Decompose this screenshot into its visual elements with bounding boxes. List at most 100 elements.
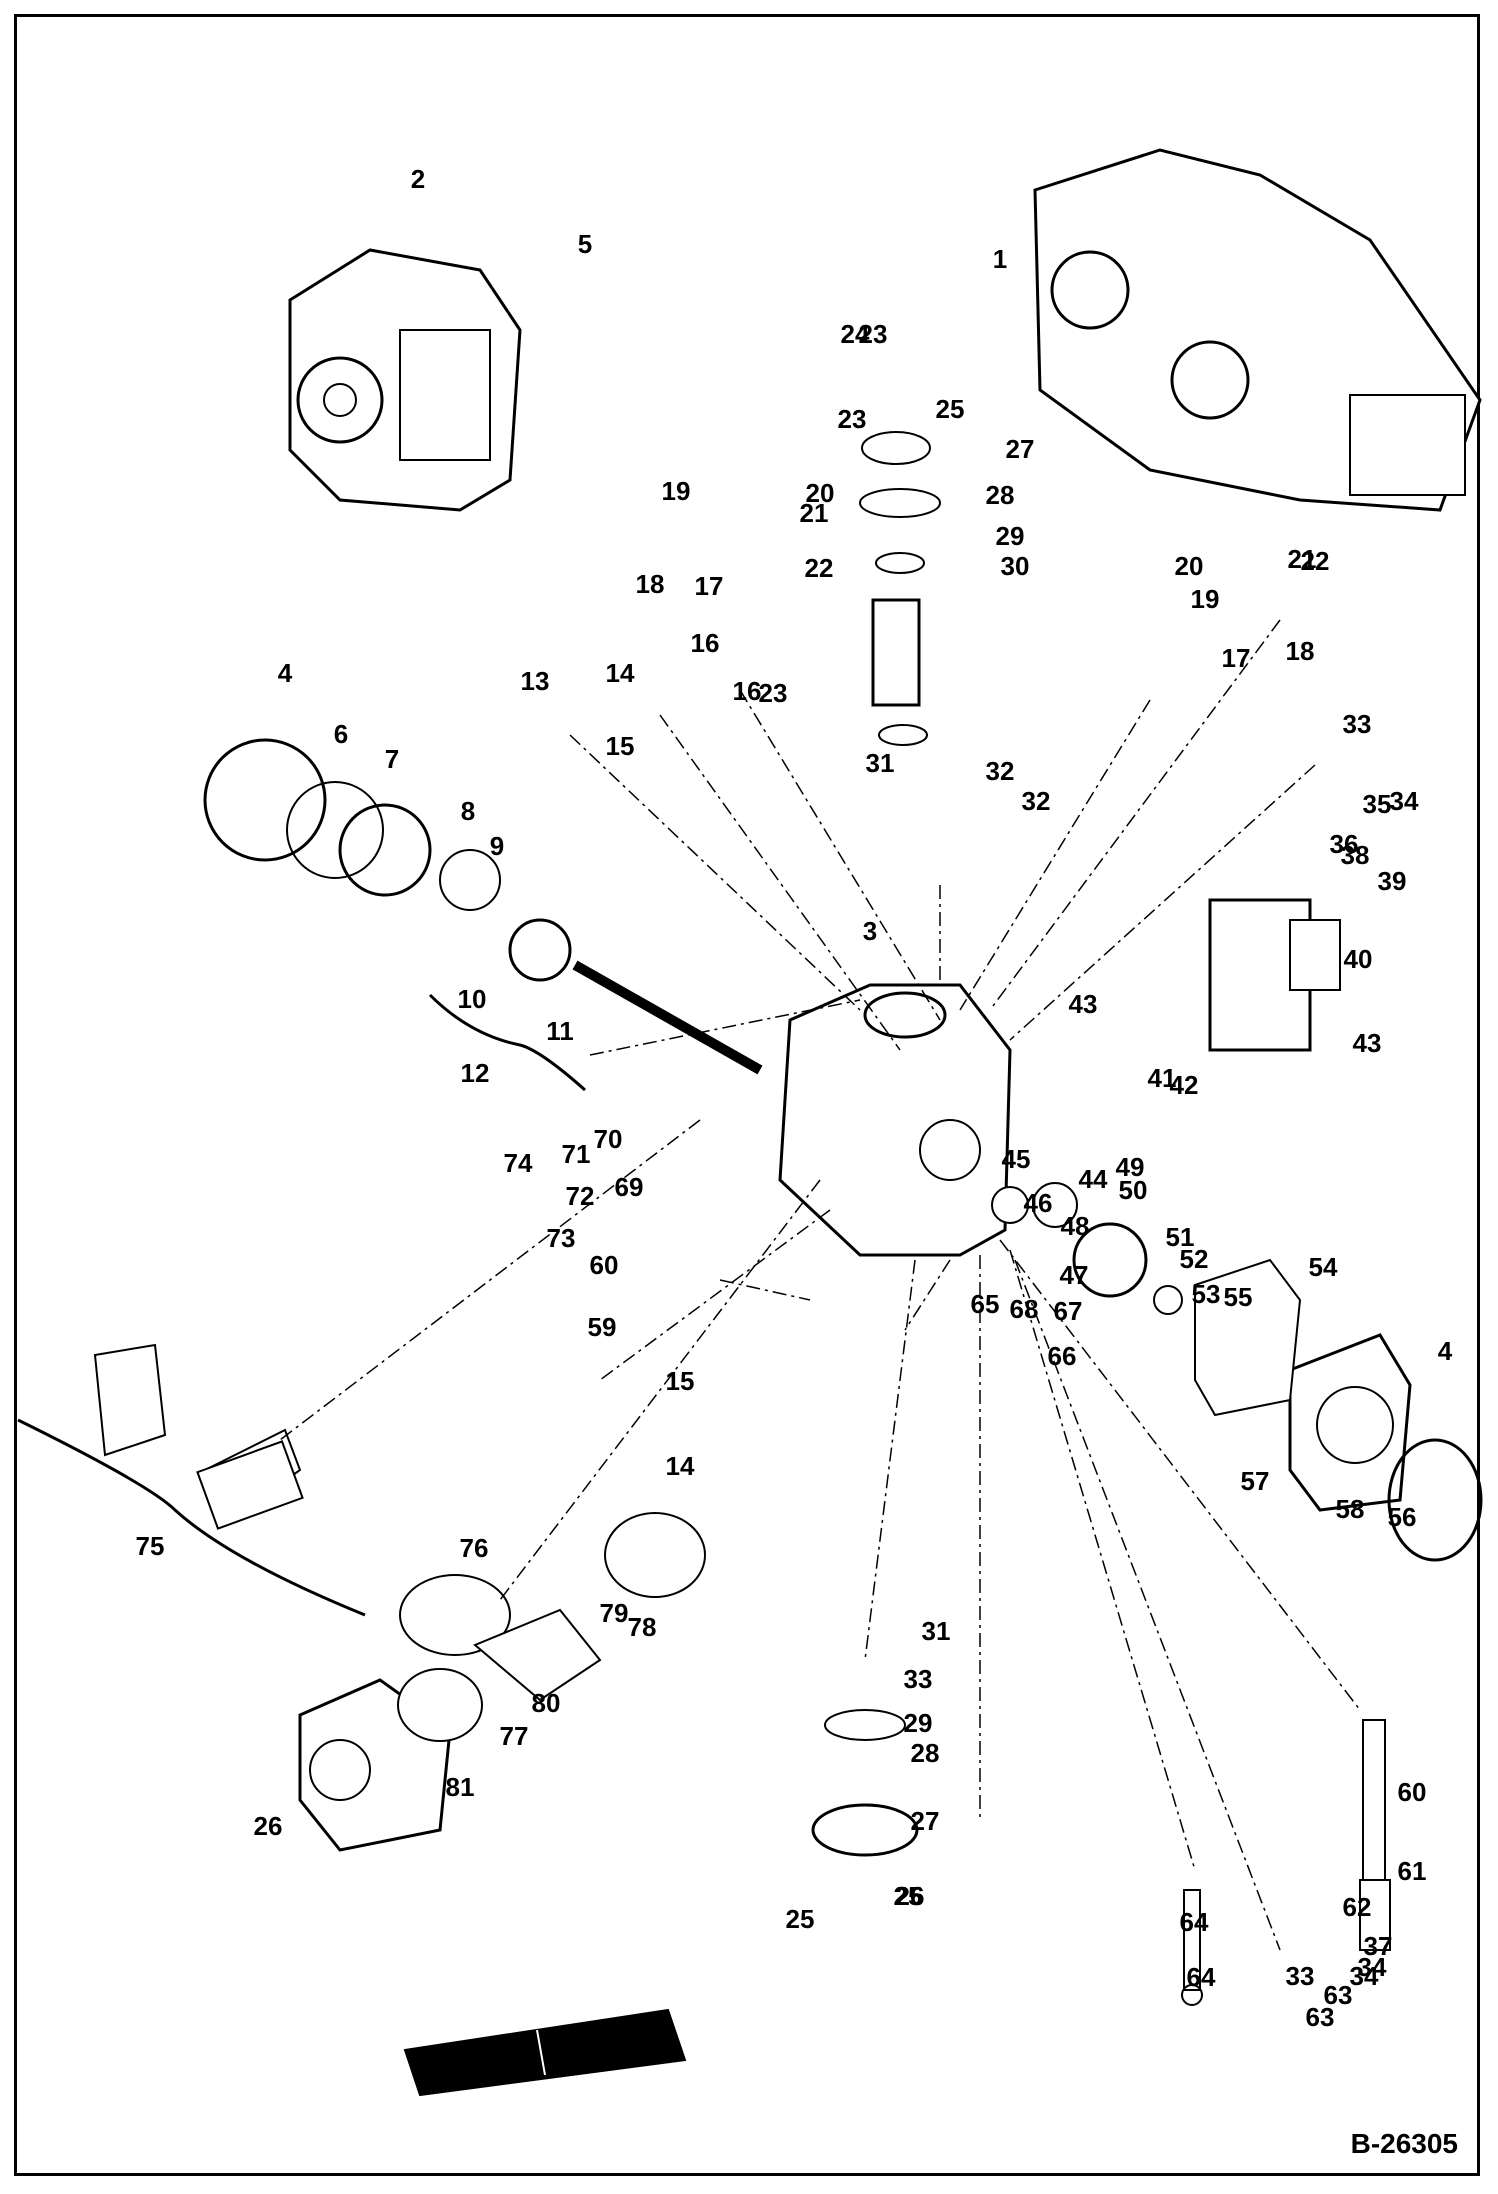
filter-30 bbox=[871, 598, 921, 707]
assembly-line bbox=[599, 1209, 831, 1381]
callout-29: 29 bbox=[996, 521, 1025, 551]
callout-65: 65 bbox=[971, 1289, 1000, 1319]
assembly-line bbox=[659, 714, 901, 1051]
callout-22: 22 bbox=[805, 553, 834, 583]
callout-17: 17 bbox=[695, 571, 724, 601]
callout-11: 11 bbox=[546, 1016, 574, 1046]
callout-25: 25 bbox=[894, 1881, 923, 1911]
callout-26: 26 bbox=[254, 1811, 283, 1841]
callout-64: 64 bbox=[1187, 1962, 1216, 1992]
callout-34: 34 bbox=[1350, 1961, 1379, 1991]
seal-47 bbox=[1032, 1182, 1078, 1228]
callout-10: 10 bbox=[458, 984, 487, 1014]
assembly-line bbox=[959, 699, 1151, 1011]
charge-relief-valve bbox=[1362, 1719, 1386, 1881]
rotating-group-piston-set bbox=[93, 1343, 167, 1457]
pump-assembly-tandem-port-b bbox=[1170, 340, 1250, 420]
bearing-73 bbox=[397, 1668, 483, 1742]
pump-housing-bore bbox=[863, 991, 947, 1039]
assembly-line bbox=[1009, 1249, 1196, 1871]
callout-47: 47 bbox=[1060, 1260, 1089, 1290]
pump-housing-port bbox=[919, 1119, 981, 1181]
callout-81: 81 bbox=[446, 1772, 475, 1802]
callout-71: 71 bbox=[562, 1139, 591, 1169]
callout-14: 14 bbox=[666, 1451, 695, 1481]
callout-57: 57 bbox=[1241, 1466, 1270, 1496]
callout-39: 39 bbox=[1378, 866, 1407, 896]
figure-id: B-26305 bbox=[1350, 2128, 1458, 2159]
callout-20: 20 bbox=[1175, 551, 1204, 581]
o-ring-8 bbox=[439, 849, 501, 911]
callout-28: 28 bbox=[986, 480, 1015, 510]
o-ring-4 bbox=[203, 738, 327, 862]
callout-36: 36 bbox=[1330, 829, 1359, 859]
callout-20: 20 bbox=[806, 478, 835, 508]
pump-housing bbox=[778, 983, 1012, 1257]
seal-7 bbox=[338, 803, 432, 897]
callout-25: 25 bbox=[936, 394, 965, 424]
drawing-frame bbox=[14, 14, 1480, 2176]
shaft-bearing bbox=[508, 918, 572, 982]
callout-34: 34 bbox=[1358, 1952, 1387, 1982]
callout-4: 4 bbox=[1438, 1336, 1453, 1366]
callout-16: 16 bbox=[691, 628, 720, 658]
assembly-line bbox=[904, 1259, 951, 1331]
callout-26: 26 bbox=[896, 1881, 925, 1911]
gasket-27 bbox=[824, 1709, 906, 1741]
callout-22: 22 bbox=[1301, 546, 1330, 576]
callout-64: 64 bbox=[1180, 1907, 1209, 1937]
o-ring-51 bbox=[1153, 1285, 1183, 1315]
callout-15: 15 bbox=[666, 1366, 695, 1396]
callout-27: 27 bbox=[1006, 434, 1035, 464]
callout-53: 53 bbox=[1192, 1279, 1221, 1309]
callout-1: 1 bbox=[993, 244, 1007, 274]
callout-76: 76 bbox=[460, 1533, 489, 1563]
rotating-group-cylinder-block bbox=[196, 1440, 304, 1530]
callout-16: 16 bbox=[733, 676, 762, 706]
callout-27: 27 bbox=[911, 1806, 940, 1836]
pump-assembly-tandem-charge-pump bbox=[1349, 394, 1466, 496]
callout-50: 50 bbox=[1119, 1175, 1148, 1205]
control-valve-solenoid bbox=[1289, 919, 1341, 991]
callout-62: 62 bbox=[1343, 1892, 1372, 1922]
end-cover bbox=[1288, 1333, 1412, 1512]
callout-69: 69 bbox=[615, 1172, 644, 1202]
callout-18: 18 bbox=[636, 569, 665, 599]
callout-63: 63 bbox=[1306, 2002, 1335, 2032]
callout-12: 12 bbox=[461, 1058, 490, 1088]
end-cover-port bbox=[1316, 1386, 1394, 1464]
callout-56: 56 bbox=[1388, 1502, 1417, 1532]
callout-23: 23 bbox=[859, 319, 888, 349]
callout-41: 41 bbox=[1148, 1063, 1177, 1093]
callout-23: 23 bbox=[838, 404, 867, 434]
callout-66: 66 bbox=[1048, 1341, 1077, 1371]
callout-4: 4 bbox=[278, 658, 293, 688]
callout-60: 60 bbox=[590, 1250, 619, 1280]
retaining-ring-6 bbox=[286, 781, 384, 879]
bearing-79 bbox=[604, 1512, 706, 1598]
callout-51: 51 bbox=[1166, 1222, 1195, 1252]
callout-46: 46 bbox=[1024, 1188, 1053, 1218]
callout-45: 45 bbox=[1002, 1144, 1031, 1174]
callout-35: 35 bbox=[1363, 789, 1392, 819]
callout-44: 44 bbox=[1079, 1164, 1108, 1194]
gasket bbox=[1194, 1258, 1302, 1417]
callout-5: 5 bbox=[578, 229, 592, 259]
callout-32: 32 bbox=[1022, 786, 1051, 816]
callout-3: 3 bbox=[863, 916, 877, 946]
callout-58: 58 bbox=[1336, 1494, 1365, 1524]
decal-81 bbox=[403, 2008, 687, 2097]
assembly-line bbox=[999, 1239, 1361, 1711]
brace-71 bbox=[17, 1418, 366, 1617]
callout-52: 52 bbox=[1180, 1244, 1209, 1274]
input-shaft bbox=[572, 960, 763, 1075]
bearing-49 bbox=[1072, 1222, 1148, 1298]
callout-8: 8 bbox=[461, 796, 475, 826]
callout-32: 32 bbox=[986, 756, 1015, 786]
callout-48: 48 bbox=[1061, 1211, 1090, 1241]
valve-stem-61 bbox=[1183, 1889, 1201, 1991]
callout-17: 17 bbox=[1222, 643, 1251, 673]
callout-29: 29 bbox=[904, 1708, 933, 1738]
